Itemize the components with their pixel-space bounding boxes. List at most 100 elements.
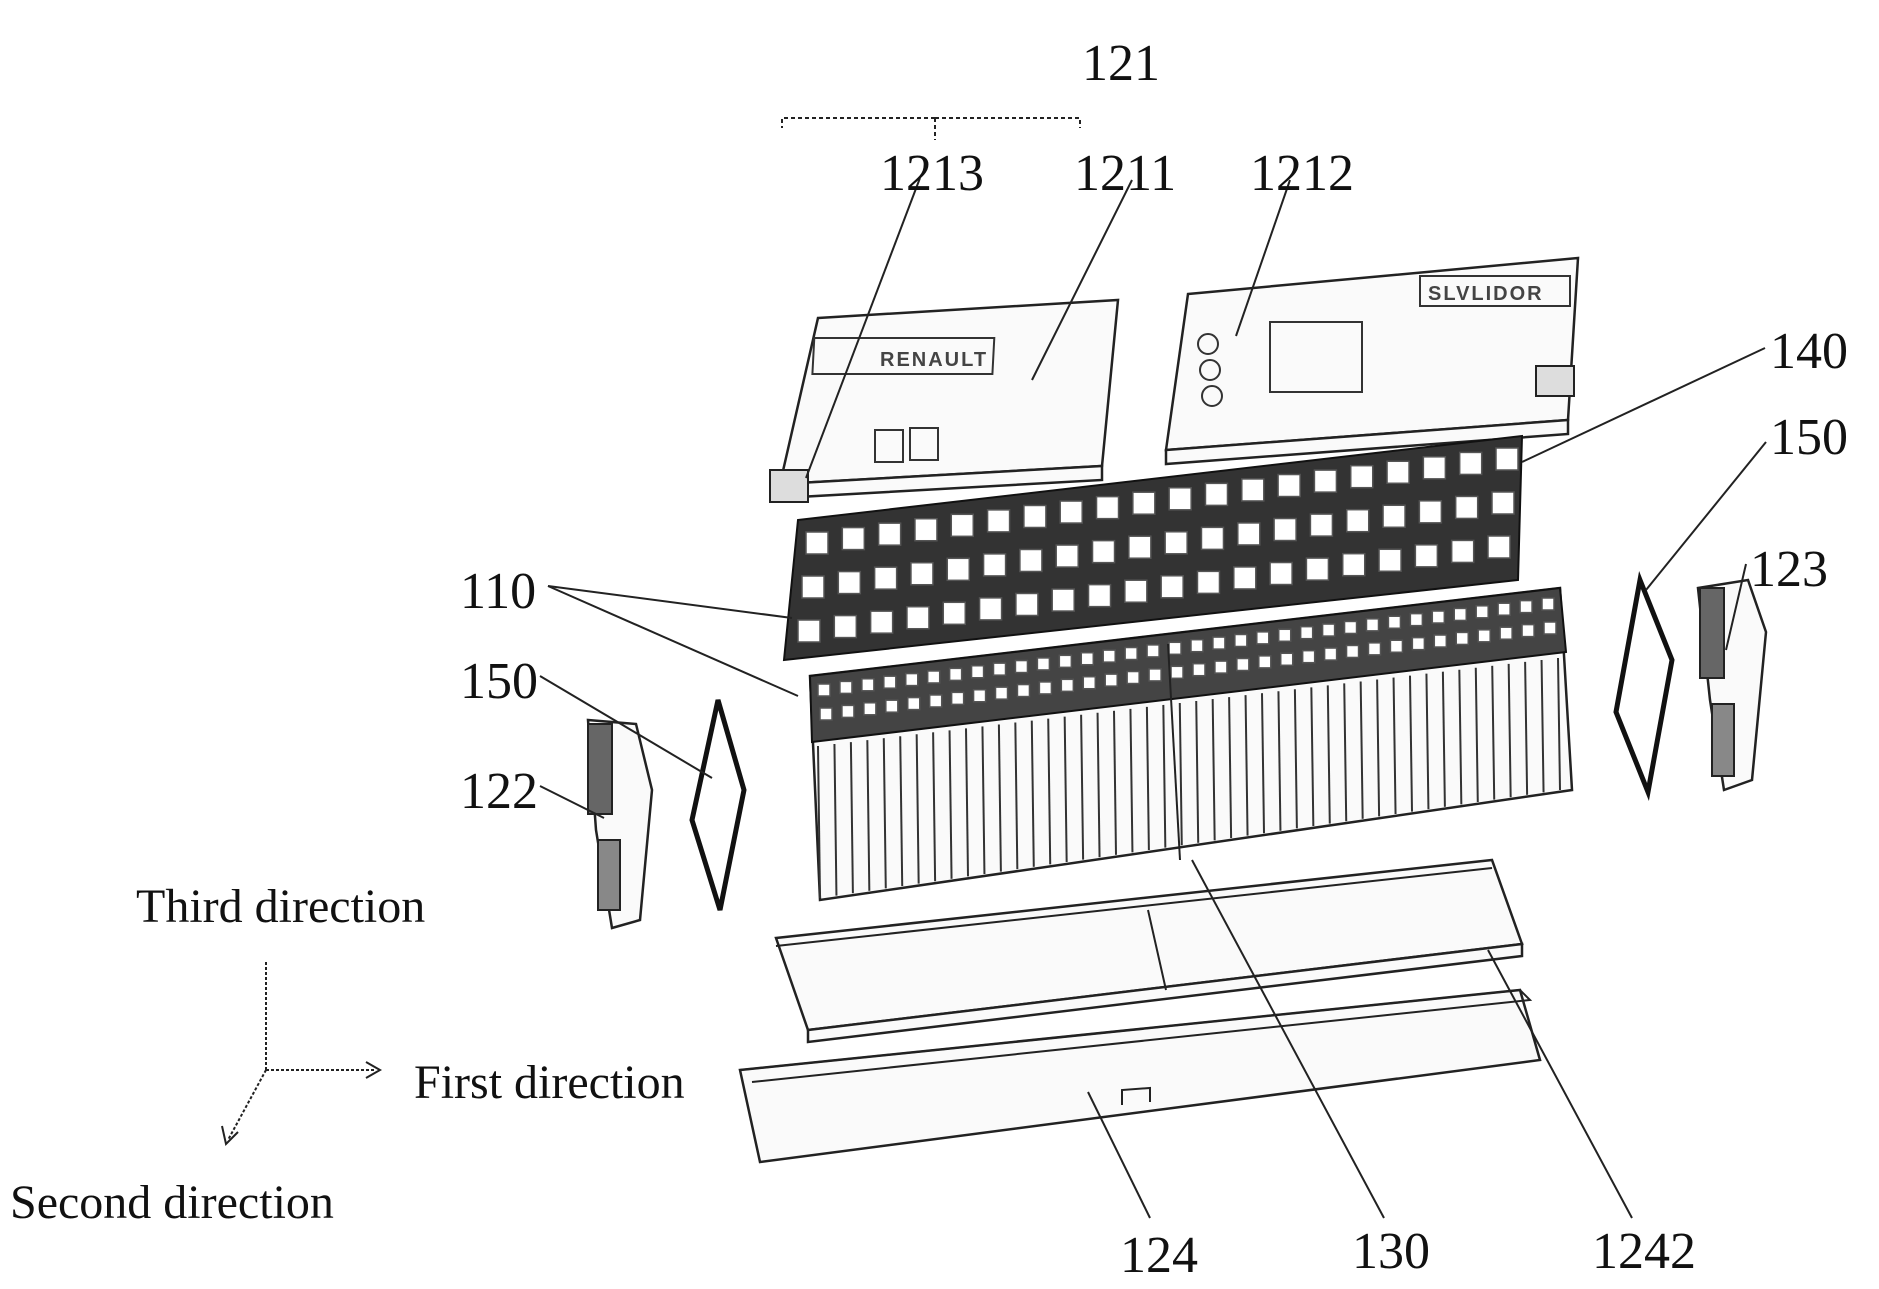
- holder-opening: [1165, 532, 1187, 554]
- label-150-left: 150: [460, 653, 538, 710]
- holder-opening: [1415, 545, 1437, 567]
- module-cell-top: [930, 695, 942, 707]
- holder-opening: [915, 519, 937, 541]
- module-cell-top: [1301, 627, 1313, 639]
- holder-opening: [838, 572, 860, 594]
- label-123: 123: [1750, 541, 1828, 598]
- module-cell-top: [1193, 664, 1205, 676]
- module-cell-top: [1147, 645, 1159, 657]
- module-cell-top: [1171, 666, 1183, 678]
- module-cell-top: [864, 703, 876, 715]
- holder-opening: [1274, 519, 1296, 541]
- module-cell-top: [1323, 624, 1335, 636]
- module-cell-top: [1015, 661, 1027, 673]
- module-cell-top: [1303, 651, 1315, 663]
- holder-opening: [1343, 554, 1365, 576]
- end-plate-122: [588, 720, 652, 928]
- module-cell-top: [972, 666, 984, 678]
- holder-opening: [907, 607, 929, 629]
- label-150-right: 150: [1770, 409, 1848, 466]
- third-direction-label: Third direction: [136, 880, 425, 933]
- module-cell-top: [1059, 655, 1071, 667]
- holder-opening: [798, 620, 820, 642]
- module-cell-top: [1017, 685, 1029, 697]
- module-cell-top: [1237, 658, 1249, 670]
- plate-logo-left: RENAULT: [880, 349, 988, 371]
- holder-opening: [1205, 483, 1227, 505]
- holder-opening: [806, 532, 828, 554]
- module-cell-top: [1083, 677, 1095, 689]
- module-cell-top: [1127, 672, 1139, 684]
- holder-opening: [1020, 549, 1042, 571]
- module-cell-top: [1259, 656, 1271, 668]
- module-cell-top: [1257, 632, 1269, 644]
- holder-opening: [951, 514, 973, 536]
- holder-opening: [1024, 505, 1046, 527]
- label-1242: 1242: [1592, 1223, 1696, 1280]
- module-cell-top: [1456, 632, 1468, 644]
- holder-opening: [1169, 488, 1191, 510]
- holder-opening: [1496, 448, 1518, 470]
- holder-opening: [1016, 593, 1038, 615]
- holder-opening: [1129, 536, 1151, 558]
- holder-opening: [1125, 580, 1147, 602]
- module-cell-top: [1325, 648, 1337, 660]
- holder-opening: [1387, 461, 1409, 483]
- holder-opening: [1351, 466, 1373, 488]
- label-124: 124: [1120, 1227, 1198, 1284]
- holder-opening: [1161, 576, 1183, 598]
- holder-opening: [980, 598, 1002, 620]
- second-direction-label: Second direction: [10, 1176, 334, 1229]
- module-cell-top: [1476, 606, 1488, 618]
- module-cell-top: [1412, 638, 1424, 650]
- module-cell-top: [908, 698, 920, 710]
- module-cell-top: [1103, 650, 1115, 662]
- module-cell-top: [1478, 630, 1490, 642]
- module-cell-top: [1191, 640, 1203, 652]
- holder-opening: [1423, 457, 1445, 479]
- module-cell-top: [1281, 653, 1293, 665]
- module-cell-top: [1388, 616, 1400, 628]
- holder-opening: [1270, 563, 1292, 585]
- module-cell-top: [1368, 643, 1380, 655]
- module-cell-top: [1149, 669, 1161, 681]
- module-cell-top: [1061, 679, 1073, 691]
- module-cell-top: [950, 668, 962, 680]
- module-cell-top: [1434, 635, 1446, 647]
- holder-opening: [1460, 452, 1482, 474]
- module-cell-top: [1498, 603, 1510, 615]
- module-cell-top: [1366, 619, 1378, 631]
- module-cell-top: [1125, 648, 1137, 660]
- module-cell-top: [840, 681, 852, 693]
- holder-opening: [1060, 501, 1082, 523]
- holder-opening: [1419, 501, 1441, 523]
- holder-opening: [1379, 549, 1401, 571]
- module-cell-top: [1500, 627, 1512, 639]
- holder-opening: [1492, 492, 1514, 514]
- holder-opening: [1456, 496, 1478, 518]
- module-cell-top: [1454, 608, 1466, 620]
- holder-opening: [842, 528, 864, 550]
- brace-121: [782, 118, 1080, 140]
- label-1211: 1211: [1074, 145, 1176, 202]
- module-cell-top: [1215, 661, 1227, 673]
- label-130: 130: [1352, 1223, 1430, 1280]
- direction-indicator: [222, 962, 380, 1144]
- holder-opening: [834, 616, 856, 638]
- module-cell-top: [1544, 622, 1556, 634]
- module-cell-top: [842, 705, 854, 717]
- holder-opening: [1197, 571, 1219, 593]
- label-1213: 1213: [880, 145, 984, 202]
- module-cell-top: [862, 679, 874, 691]
- label-1212: 1212: [1250, 145, 1354, 202]
- holder-opening: [875, 567, 897, 589]
- holder-opening: [1310, 514, 1332, 536]
- module-cell-top: [820, 708, 832, 720]
- holder-opening: [947, 558, 969, 580]
- holder-opening: [1347, 510, 1369, 532]
- top-plate-left: RENAULT: [770, 300, 1118, 502]
- module-cell-top: [1235, 634, 1247, 646]
- module-cell-top: [1410, 614, 1422, 626]
